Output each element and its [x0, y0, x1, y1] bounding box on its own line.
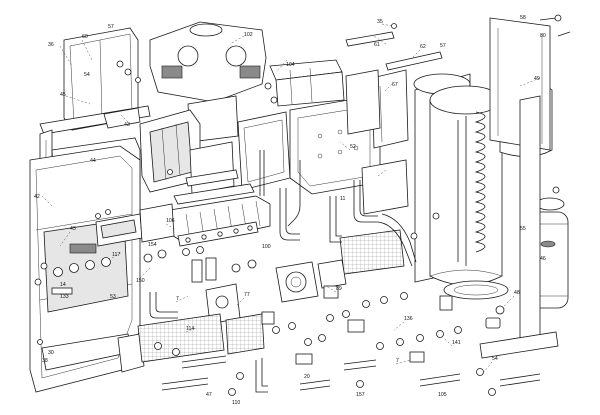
part-label: 104 [286, 62, 295, 68]
part-label: 14 [60, 282, 66, 288]
part-label: 89 [336, 286, 342, 292]
part-label: 30 [48, 350, 54, 356]
part-label: 60 [82, 34, 88, 40]
chamber-rear-panel [189, 141, 235, 195]
hatched-support-panel [339, 229, 405, 275]
part-number-labels: 60 36 57 102 104 35 58 80 54 45 44 42 30… [34, 15, 546, 406]
part-label: 62 [420, 44, 426, 50]
hatched-base-plate [137, 313, 265, 363]
part-label: 100 [262, 244, 271, 250]
part-label: 38 [42, 358, 48, 364]
base-tray-left [41, 333, 145, 373]
part-label: 52 [350, 144, 356, 150]
valve-bodies [191, 257, 453, 365]
heat-exchanger-shield [139, 109, 201, 193]
part-label: 7 [396, 358, 399, 364]
part-label: 46 [540, 256, 546, 262]
part-label: 58 [520, 15, 526, 21]
part-label: 150 [136, 278, 145, 284]
diverter-valve [317, 259, 347, 299]
part-label: 11 [340, 196, 345, 202]
cylinder-inner-panel [345, 69, 381, 135]
part-label: 7 [176, 296, 179, 302]
drain-valve-assembly [485, 305, 505, 329]
part-label: 43 [70, 226, 76, 232]
display-module [95, 213, 143, 247]
part-label: 117 [112, 252, 120, 258]
part-label: 20 [304, 374, 310, 380]
cylinder-coil [457, 111, 486, 266]
gas-manifold [177, 221, 259, 247]
cylinder-gasket-plate [361, 159, 409, 215]
part-label: 61 [374, 42, 380, 48]
crossbar-bracket [39, 105, 151, 135]
part-label: 57 [108, 24, 114, 30]
burner-bar [173, 169, 255, 205]
part-label: 136 [404, 316, 413, 322]
fittings-cluster [143, 246, 496, 396]
part-label: 157 [356, 392, 365, 398]
part-label: 48 [514, 290, 520, 296]
part-label: 49 [534, 76, 540, 82]
gas-valve [205, 283, 241, 325]
part-label: 36 [48, 42, 54, 48]
part-label: 141 [452, 340, 461, 346]
part-label: 110 [232, 400, 240, 406]
hanging-rail-top [345, 31, 443, 71]
part-label: 67 [392, 82, 398, 88]
part-label: 44 [90, 158, 96, 164]
part-label: 45 [60, 92, 66, 98]
part-label: 114 [186, 326, 194, 332]
fan-hood-top [149, 21, 267, 103]
flue-collector [269, 59, 345, 107]
part-label: 102 [244, 32, 253, 38]
part-label: 53 [110, 294, 116, 300]
part-label: 42 [34, 194, 40, 200]
part-label: 43 [124, 122, 130, 128]
small-hardware [34, 14, 571, 345]
part-label: 154 [148, 242, 157, 248]
cylinder-base-ring [443, 280, 509, 300]
part-label: 57 [440, 43, 446, 49]
right-frame-strap [479, 95, 559, 359]
part-label: 54 [492, 356, 498, 362]
part-label: 55 [520, 226, 526, 232]
part-label: 47 [206, 392, 212, 398]
part-label: 54 [84, 72, 90, 78]
pump-assembly [275, 261, 319, 303]
burner-tray-holder [139, 203, 175, 243]
leader-lines [41, 23, 541, 373]
part-label: 35 [377, 19, 383, 25]
part-label: 106 [166, 218, 175, 224]
part-label: 80 [540, 33, 546, 39]
pipe-network [149, 150, 541, 393]
part-label: 105 [438, 392, 447, 398]
part-label: 133 [60, 294, 69, 300]
part-label: 77 [244, 292, 250, 298]
